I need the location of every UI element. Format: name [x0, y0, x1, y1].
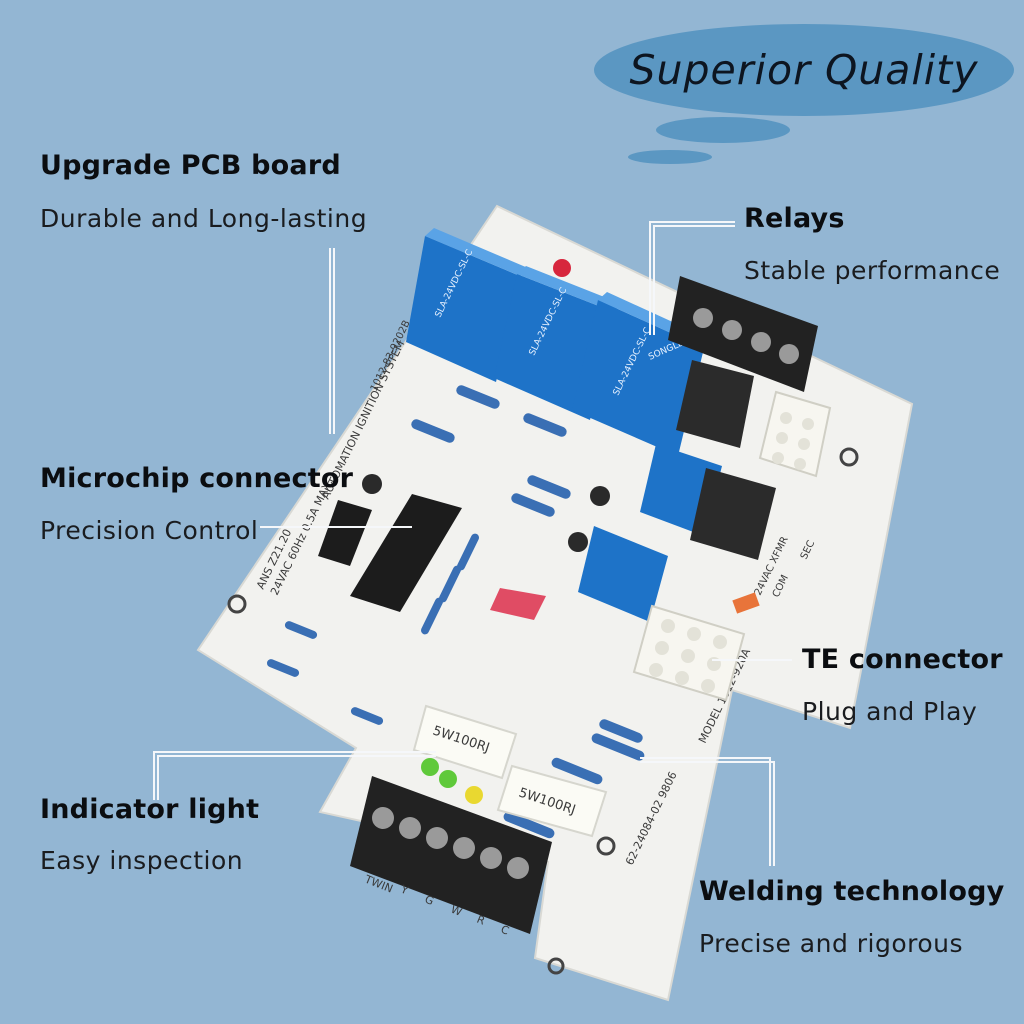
feature-subtitle-te-connector: Plug and Play: [802, 697, 978, 726]
svg-text:R: R: [475, 913, 487, 928]
feature-subtitle-microchip: Precision Control: [40, 516, 259, 545]
badge-bubble-small: [628, 150, 712, 164]
microchip: [350, 494, 462, 612]
capacitor: [590, 486, 610, 506]
feature-title-indicator: Indicator light: [40, 794, 260, 825]
relay-small-2: [578, 526, 668, 622]
led-green: [421, 758, 439, 776]
callout-relays: [649, 221, 735, 335]
svg-text:G: G: [423, 893, 436, 908]
led-yellow: [465, 786, 483, 804]
mounting-hole: [839, 447, 859, 467]
mounting-hole: [547, 957, 565, 975]
te-connector-9pin: [632, 604, 746, 702]
badge-bubble-large: [656, 117, 790, 143]
relay-1: SLA-24VDC-SL-C: [406, 228, 528, 382]
orange-capacitor: [732, 592, 760, 614]
black-relay: [690, 468, 776, 560]
mounting-hole: [596, 836, 616, 856]
ceramic-resistor-2: 5W100RJ: [496, 764, 608, 838]
feature-title-microchip: Microchip connector: [40, 463, 354, 494]
feature-subtitle-welding: Precise and rigorous: [699, 929, 964, 958]
feature-title-te-connector: TE connector: [802, 644, 1003, 675]
resistors: [266, 385, 645, 839]
mounting-hole: [227, 594, 247, 614]
callout-welding: [640, 757, 771, 866]
bottom-terminal-block: [350, 776, 552, 934]
callout-indicator: [153, 751, 436, 800]
black-relay: [676, 360, 754, 448]
feature-title-relays: Relays: [744, 203, 845, 234]
svg-text:W: W: [449, 903, 464, 919]
badge-text: Superior Quality: [629, 46, 979, 94]
small-ic: [318, 500, 372, 566]
feature-subtitle-pcb: Durable and Long-lasting: [40, 204, 368, 233]
led-green: [439, 770, 457, 788]
capacitor: [568, 532, 588, 552]
capacitor: [362, 474, 382, 494]
led-red: [553, 259, 571, 277]
ceramic-resistor-1: 5W100RJ: [412, 704, 518, 780]
callout-lines: [153, 221, 792, 866]
superior-quality-badge: Superior Quality: [594, 24, 1014, 116]
svg-text:C: C: [499, 923, 511, 938]
white-connector-6pin: [758, 390, 832, 478]
dip-switch: [490, 588, 546, 620]
feature-subtitle-relays: Stable performance: [744, 256, 1001, 285]
feature-title-welding: Welding technology: [699, 876, 1005, 907]
feature-title-pcb: Upgrade PCB board: [40, 150, 341, 181]
feature-subtitle-indicator: Easy inspection: [40, 846, 244, 875]
top-terminal-block: [668, 276, 818, 392]
